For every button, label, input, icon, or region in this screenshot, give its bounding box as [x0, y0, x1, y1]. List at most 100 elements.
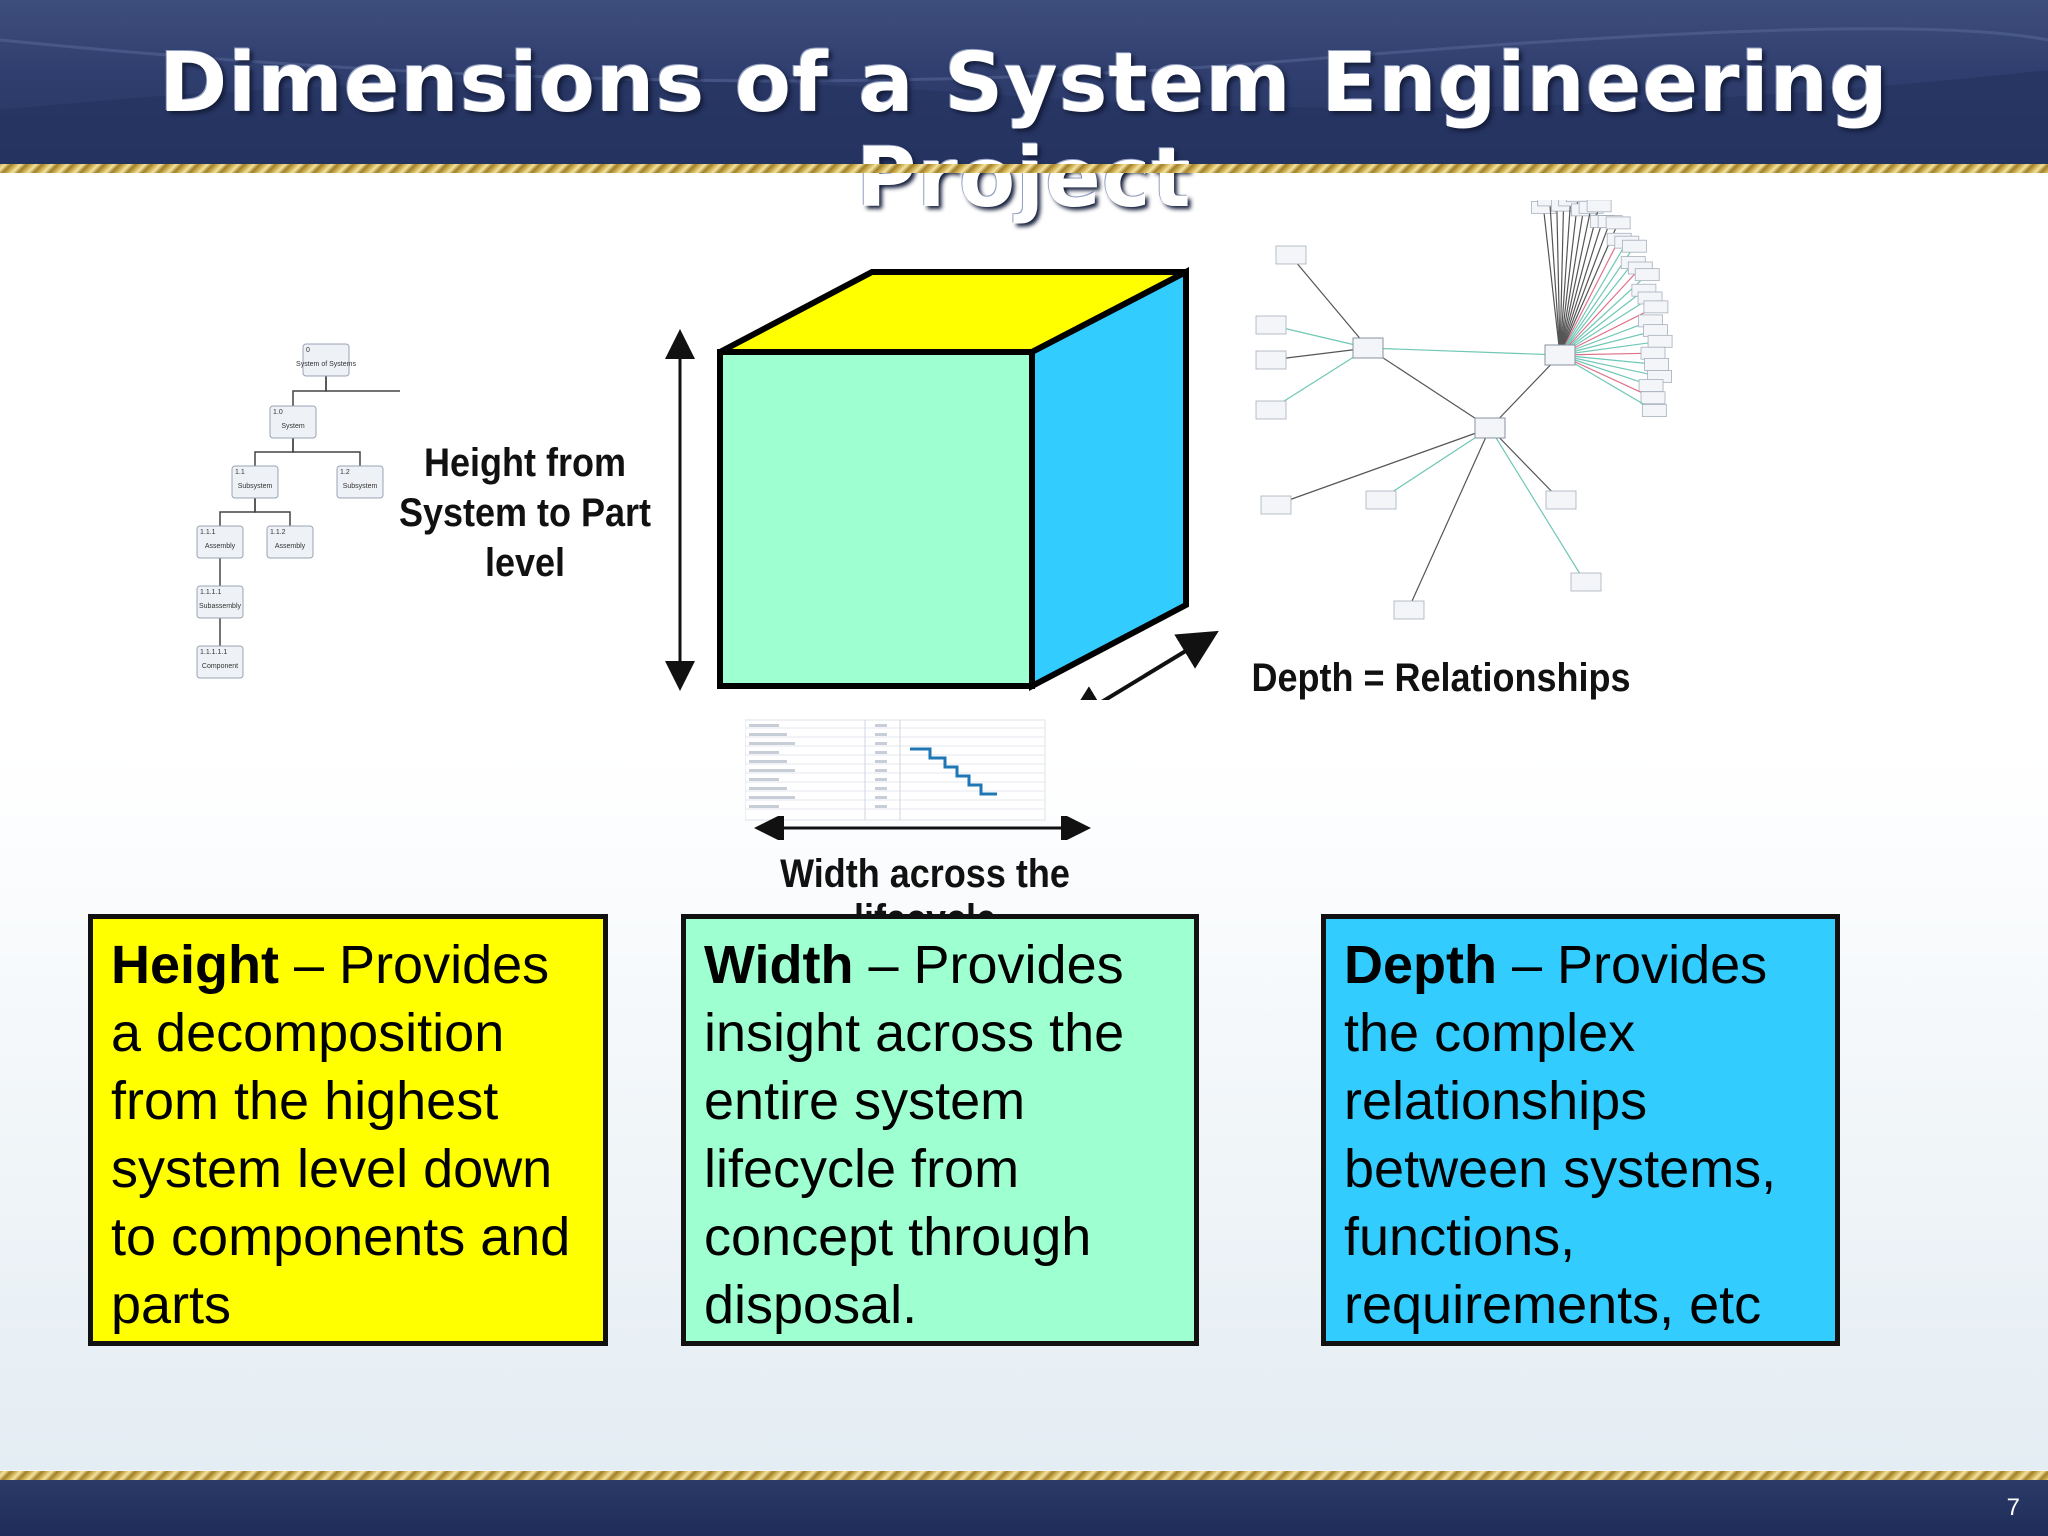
gantt-row-text: [875, 724, 887, 727]
network-edge: [1559, 330, 1656, 356]
network-edge: [1559, 200, 1572, 356]
network-edge: [1274, 427, 1491, 506]
network-node: [1255, 315, 1287, 335]
network-node: [1643, 300, 1669, 314]
network-node: [1393, 600, 1425, 620]
slide-header: [0, 0, 2048, 164]
box-text: – Provides a decomposition from the high…: [111, 935, 571, 1335]
network-node: [1565, 200, 1591, 203]
width-arrow: [754, 816, 1091, 840]
tree-node-id: 0: [306, 347, 310, 354]
network-node: [1640, 346, 1666, 360]
network-edge: [1407, 427, 1491, 611]
tree-node-id: 1.0: [273, 409, 283, 416]
height-label-line: level: [484, 541, 566, 585]
network-edge: [1559, 207, 1592, 356]
network-edge: [1559, 354, 1660, 378]
depth-arrow: [1065, 630, 1219, 700]
network-edge: [1379, 427, 1491, 501]
network-edge: [1559, 205, 1600, 356]
box-heading: Width: [704, 935, 854, 995]
tree-node-id: 1.1.2: [270, 529, 286, 536]
network-node: [1647, 334, 1673, 348]
network-node: [1644, 358, 1669, 371]
tree-node-name: System: [281, 423, 305, 430]
gantt-row-text: [749, 805, 779, 808]
gantt-row-text: [749, 742, 795, 745]
gantt-row-text: [875, 751, 887, 754]
height-label-line: System to Part: [398, 491, 652, 535]
network-hub-node: [1474, 417, 1506, 439]
gantt-row-text: [749, 787, 787, 790]
network-edge: [1549, 200, 1561, 356]
tree-node: [196, 585, 244, 619]
tree-node: [266, 525, 314, 559]
network-node: [1255, 350, 1287, 370]
tree-node: [336, 465, 384, 499]
network-node: [1545, 490, 1577, 510]
network-node: [1537, 200, 1563, 207]
width-label: Width across the lifecycle: [780, 852, 1070, 941]
gantt-row-text: [749, 733, 787, 736]
gantt-row-text: [749, 724, 779, 727]
network-edge: [1489, 354, 1561, 429]
lifecycle-gantt-chart: [745, 719, 1046, 821]
page-number: 7: [2006, 1494, 2020, 1521]
network-node: [1260, 495, 1292, 515]
tree-link: [254, 438, 294, 466]
network-hub-node: [1544, 344, 1576, 366]
tree-node-name: Assembly: [205, 543, 236, 550]
height-description-box: Height – Provides a decomposition from t…: [88, 914, 608, 1346]
depth-label: Depth = Relationships: [1251, 656, 1631, 700]
network-node: [1605, 216, 1631, 230]
network-edge: [1367, 347, 1491, 429]
network-node: [1638, 379, 1664, 392]
network-node: [1641, 404, 1667, 417]
tree-node-id: 1.1.1.1.1: [200, 649, 227, 656]
gantt-row-text: [749, 751, 779, 754]
network-node: [1634, 268, 1660, 282]
network-node: [1586, 200, 1612, 213]
tree-node: [302, 343, 350, 377]
gantt-row-text: [749, 769, 795, 772]
tree-node-name: Subassembly: [199, 603, 242, 610]
gantt-row-text: [875, 778, 887, 781]
tree-link: [219, 498, 256, 526]
dimension-cube-diagram: [665, 267, 1219, 700]
network-edge: [1367, 347, 1561, 356]
box-heading: Height: [111, 935, 279, 995]
width-description-box: Width – Provides insight across the enti…: [681, 914, 1199, 1346]
network-edge: [1269, 347, 1369, 411]
tree-node-name: Subsystem: [238, 483, 273, 490]
network-edge: [1559, 340, 1661, 356]
tree-node: [231, 465, 279, 499]
network-edge: [1559, 354, 1655, 412]
tree-node-name: Component: [202, 663, 238, 670]
gantt-row-text: [875, 733, 887, 736]
tree-node-id: 1.1.1: [200, 529, 216, 536]
footer-rope-border: [0, 1471, 2048, 1480]
gantt-row-text: [875, 769, 887, 772]
network-node: [1255, 400, 1287, 420]
network-node: [1570, 572, 1602, 592]
network-node: [1558, 200, 1584, 207]
network-edge: [1559, 221, 1603, 356]
network-edge: [1559, 209, 1585, 356]
gantt-row-text: [749, 778, 779, 781]
height-label: Height from System to Part level: [395, 438, 656, 588]
network-edge: [1559, 200, 1579, 356]
network-edge: [1556, 200, 1561, 356]
gantt-row-text: [875, 787, 887, 790]
network-edge: [1559, 205, 1565, 356]
cube-side-face: [1029, 267, 1189, 691]
gantt-row-text: [875, 796, 887, 799]
height-label-line: Height from: [424, 441, 626, 485]
tree-node-name: System of Systems: [296, 361, 356, 368]
gantt-task-steps: [910, 747, 997, 796]
tree-node: [269, 405, 317, 439]
gantt-row-text: [749, 796, 795, 799]
relationship-network-diagram: [1255, 200, 1673, 620]
gantt-row-text: [875, 742, 887, 745]
tree-node: [196, 525, 244, 559]
network-edge: [1289, 254, 1369, 349]
